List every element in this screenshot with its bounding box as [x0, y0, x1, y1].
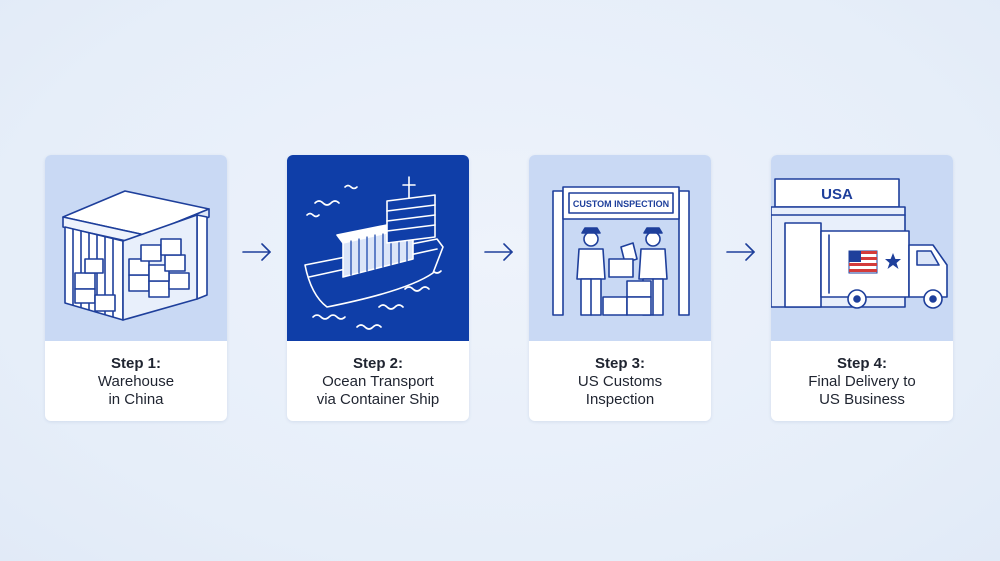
step-2-caption: Step 2: Ocean Transport via Container Sh…	[287, 341, 469, 421]
step-3-illustration: CUSTOM INSPECTION	[529, 155, 711, 341]
step-4-line-2: US Business	[819, 391, 905, 408]
step-3-line-2: Inspection	[585, 391, 655, 408]
step-2-illustration	[287, 155, 469, 341]
step-1-line-1: Warehouse	[97, 373, 175, 390]
step-card-3: CUSTOM INSPECTION Step 3: US Customs Ins…	[529, 155, 711, 421]
step-card-2: Step 2: Ocean Transport via Container Sh…	[287, 155, 469, 421]
step-card-4: USA Step 4: Final Delivery to US Busines…	[771, 155, 953, 421]
warehouse-icon	[62, 190, 210, 321]
step-2-title: Step 2:	[352, 355, 403, 372]
step-1-line-2: in China	[108, 391, 164, 408]
customs-inspection-icon: CUSTOM INSPECTION	[552, 186, 690, 316]
step-4-illustration: USA	[771, 155, 953, 341]
arrow-right-icon	[484, 243, 513, 261]
step-2-line-2: via Container Ship	[316, 391, 440, 408]
container-ship-icon	[304, 176, 444, 330]
delivery-truck-icon: USA	[771, 178, 948, 309]
step-1-caption: Step 1: Warehouse in China	[45, 341, 227, 421]
step-4-caption: Step 4: Final Delivery to US Business	[771, 341, 953, 421]
customs-sign-text: CUSTOM INSPECTION	[573, 199, 669, 209]
arrow-right-icon	[726, 243, 755, 261]
arrow-right-icon	[242, 243, 271, 261]
step-2-line-1: Ocean Transport	[322, 373, 434, 390]
step-3-title: Step 3:	[594, 355, 645, 372]
step-3-line-1: US Customs	[577, 373, 663, 390]
usa-sign-text: USA	[821, 186, 853, 203]
step-1-title: Step 1:	[110, 355, 161, 372]
step-4-line-1: Final Delivery to	[808, 373, 916, 390]
step-4-title: Step 4:	[836, 355, 887, 372]
step-1-illustration	[45, 155, 227, 341]
step-3-caption: Step 3: US Customs Inspection	[529, 341, 711, 421]
step-card-1: Step 1: Warehouse in China	[45, 155, 227, 421]
